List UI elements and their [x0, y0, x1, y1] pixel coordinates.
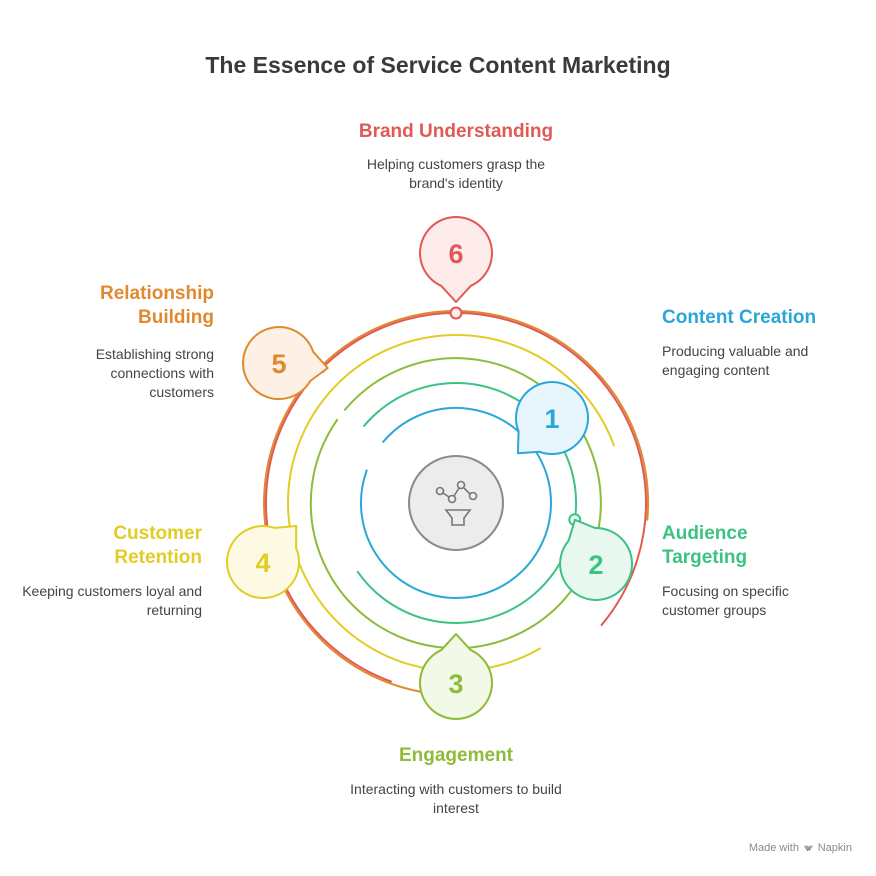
step-1-bubble: 1	[515, 381, 590, 455]
step-4-description: Keeping customers loyal and returning	[22, 583, 202, 618]
step-5-label: Relationship Building	[99, 283, 214, 328]
step-6-marker-dot	[449, 306, 463, 320]
watermark-text: Made with	[748, 842, 799, 854]
step-6-bubble: 6	[419, 216, 493, 303]
napkin-logo-icon: ⩖	[804, 842, 813, 854]
step-3-label: Engagement	[398, 745, 514, 766]
step-3-bubble: 3	[419, 633, 493, 720]
step-3-arc	[309, 357, 602, 650]
step-4-bubble: 4	[226, 525, 301, 599]
step-6-number: 6	[448, 239, 463, 269]
funnel-network-icon	[435, 480, 478, 526]
step-4-number: 4	[255, 548, 270, 578]
step-5-bubble: 5	[242, 326, 329, 401]
step-2-arc	[356, 382, 577, 625]
step-2-description: Focusing on specific customer groups	[662, 583, 789, 618]
step-3-description: Interacting with customers to build inte…	[350, 781, 562, 816]
step-4-label: Customer Retention	[113, 523, 202, 568]
center-hub	[408, 455, 504, 551]
watermark-brand: Napkin	[817, 842, 852, 854]
step-2-number: 2	[588, 550, 603, 580]
step-2-bubble: 2	[559, 518, 634, 601]
step-2-label: Audience Targeting	[662, 523, 748, 568]
step-5-description: Establishing strong connections with cus…	[95, 346, 214, 400]
step-5-arc	[263, 310, 649, 696]
step-6-label: Brand Understanding	[358, 121, 554, 142]
step-4-arc	[287, 334, 615, 672]
step-6-description: Helping customers grasp the brand's iden…	[366, 156, 546, 191]
step-1-arc	[359, 406, 552, 599]
step-1-number: 1	[544, 404, 559, 434]
step-1-label: Content Creation	[662, 307, 817, 328]
step-5-number: 5	[271, 349, 286, 379]
step-1-description: Producing valuable and engaging content	[662, 343, 809, 378]
page-title: The Essence of Service Content Marketing	[205, 52, 671, 78]
napkin-watermark: Made with ⩖ Napkin	[749, 842, 852, 855]
step-3-number: 3	[448, 669, 463, 699]
